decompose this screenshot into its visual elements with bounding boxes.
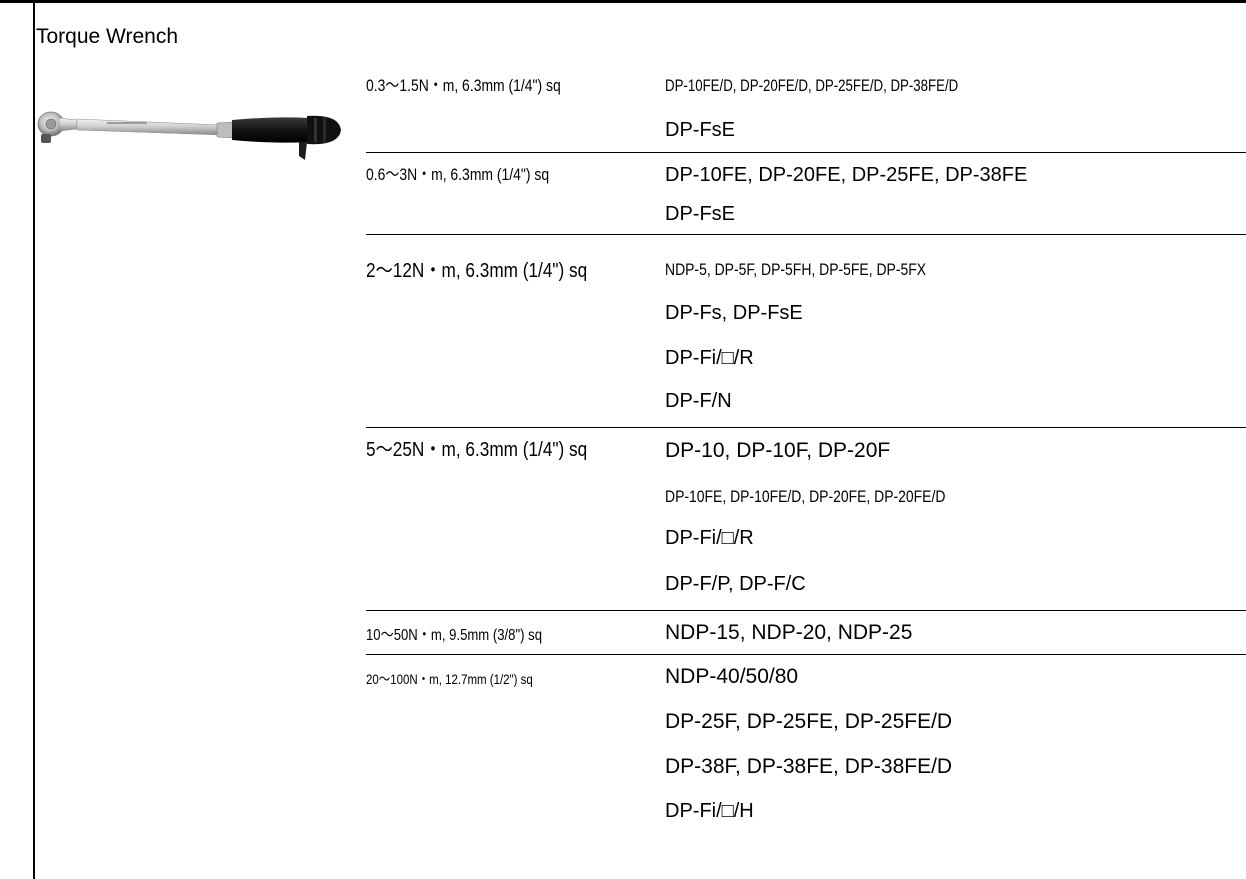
model-line: DP-F/N [665,390,732,412]
spec-row-2: 0.6～3N・m, 6.3mm (1/4") sq DP-10FE, DP-20… [366,152,1246,235]
model-line: DP-Fs, DP-FsE [665,302,803,324]
model-line: DP-10FE, DP-20FE, DP-25FE, DP-38FE [665,164,1028,186]
spec-row-6: 20～100N・m, 12.7mm (1/2") sq NDP-40/50/80… [366,654,1246,879]
model-line: DP-10, DP-10F, DP-20F [665,439,891,462]
spec-label: 10～50N・m, 9.5mm (3/8") sq [366,627,543,644]
model-line: DP-Fi/□/R [665,347,754,369]
model-line: DP-F/P, DP-F/C [665,573,806,595]
spec-label: 5～25N・m, 6.3mm (1/4") sq [366,439,588,461]
model-line: DP-38F, DP-38FE, DP-38FE/D [665,755,953,778]
model-line: NDP-5, DP-5F, DP-5FH, DP-5FE, DP-5FX [665,260,927,279]
spec-row-5: 10～50N・m, 9.5mm (3/8") sq NDP-15, NDP-20… [366,610,1246,655]
model-line: DP-Fi/□/R [665,527,754,549]
section-title: Torque Wrench [36,25,179,48]
spec-label: 0.3～1.5N・m, 6.3mm (1/4") sq [366,76,561,95]
spec-row-4: 5～25N・m, 6.3mm (1/4") sq DP-10, DP-10F, … [366,427,1246,611]
model-line: DP-10FE, DP-10FE/D, DP-20FE, DP-20FE/D [665,487,946,506]
spec-row-1: 0.3～1.5N・m, 6.3mm (1/4") sq DP-10FE/D, D… [366,66,1246,153]
model-line: DP-FsE [665,119,735,141]
torque-wrench-image [37,111,341,160]
model-line: DP-FsE [665,203,735,225]
spec-label: 0.6～3N・m, 6.3mm (1/4") sq [366,165,550,184]
model-line: DP-Fi/□/H [665,800,754,822]
spec-row-3: 2～12N・m, 6.3mm (1/4") sq NDP-5, DP-5F, D… [366,234,1246,428]
spec-label: 2～12N・m, 6.3mm (1/4") sq [366,260,588,282]
model-line: DP-25F, DP-25FE, DP-25FE/D [665,710,953,733]
model-line: DP-10FE/D, DP-20FE/D, DP-25FE/D, DP-38FE… [665,76,959,95]
top-border [0,0,1246,3]
left-border [33,0,35,879]
spec-label: 20～100N・m, 12.7mm (1/2") sq [366,671,533,687]
model-line: NDP-40/50/80 [665,665,799,688]
model-line: NDP-15, NDP-20, NDP-25 [665,621,913,644]
